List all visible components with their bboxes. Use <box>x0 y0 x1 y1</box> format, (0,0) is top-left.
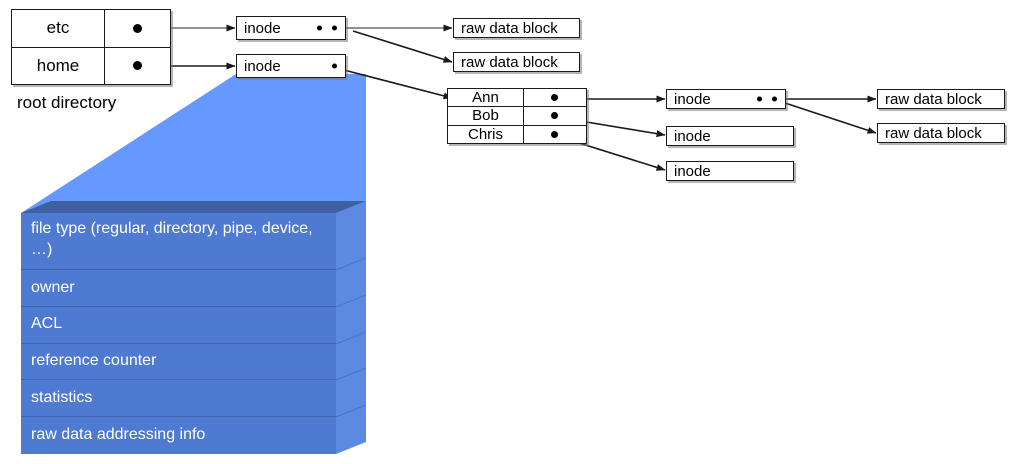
inode-box-ann[interactable]: inode <box>666 89 786 109</box>
raw-data-block-label: raw data block <box>461 19 558 37</box>
detail-row-statistics: statistics <box>21 380 336 418</box>
table-row[interactable]: home <box>12 47 170 85</box>
stack-side-divider <box>335 294 366 308</box>
dir-entry-pointer-etc[interactable] <box>105 10 169 47</box>
dir-entry-name-ann: Ann <box>448 89 524 107</box>
inode-label: inode <box>674 127 711 145</box>
pointer-dot-icon <box>551 130 558 138</box>
dir-entry-name-etc: etc <box>12 10 105 47</box>
pointer-dot-icon <box>317 25 322 31</box>
pointer-dot-icon <box>332 25 337 31</box>
dir-entry-pointer-home[interactable] <box>105 48 169 85</box>
dir-entry-pointer-chris[interactable] <box>524 126 585 143</box>
stack-top-face <box>21 201 366 213</box>
pointer-dot-icon <box>757 96 762 102</box>
inode-label: inode <box>244 19 281 37</box>
detail-row-acl: ACL <box>21 307 336 344</box>
inode-box-etc[interactable]: inode <box>236 16 346 40</box>
raw-data-block-etc-1[interactable]: raw data block <box>453 18 580 38</box>
raw-data-block-label: raw data block <box>885 124 982 142</box>
root-directory-table[interactable]: etc home <box>11 9 171 85</box>
inode-label: inode <box>244 57 281 75</box>
inode-box-chris[interactable]: inode <box>666 161 794 181</box>
stack-side-divider <box>335 257 366 271</box>
stack-side-divider <box>335 331 366 345</box>
raw-data-block-ann-1[interactable]: raw data block <box>877 89 1005 109</box>
pointer-dot-icon <box>772 96 777 102</box>
stack-right-face <box>336 201 366 454</box>
raw-data-block-etc-2[interactable]: raw data block <box>453 52 580 72</box>
raw-data-block-label: raw data block <box>461 53 558 71</box>
inode-detail-stack: file type (regular, directory, pipe, dev… <box>21 201 366 454</box>
dir-entry-name-bob: Bob <box>448 107 524 125</box>
dir-entry-name-chris: Chris <box>448 125 524 143</box>
detail-stack-3d-faces <box>21 201 366 454</box>
detail-row-raw-data-info: raw data addressing info <box>31 426 206 444</box>
pointer-dot-icon <box>132 23 142 33</box>
dir-entry-pointer-bob[interactable] <box>524 107 585 124</box>
inode-pointer-dots[interactable] <box>332 63 337 69</box>
inode-label: inode <box>674 162 711 180</box>
detail-row-reference-counter: reference counter <box>21 344 336 381</box>
arrow-home-inode-to-dir <box>339 68 453 100</box>
table-row[interactable]: Ann <box>448 89 586 108</box>
raw-data-block-ann-2[interactable]: raw data block <box>877 123 1005 143</box>
arrow-ann-inode-to-block-2 <box>781 101 877 134</box>
home-directory-table[interactable]: Ann Bob Chris <box>447 88 587 144</box>
inode-pointer-dots[interactable] <box>317 25 337 31</box>
table-row[interactable]: etc <box>12 10 170 48</box>
inode-box-bob[interactable]: inode <box>666 126 794 146</box>
inode-label: inode <box>674 90 711 108</box>
pointer-dot-icon <box>551 94 558 102</box>
pointer-dot-icon <box>132 61 142 71</box>
stack-side-divider <box>335 367 366 381</box>
root-directory-caption: root directory <box>17 93 117 112</box>
detail-row-owner: owner <box>21 270 336 307</box>
wedge-shape <box>21 74 366 213</box>
detail-front-face: file type (regular, directory, pipe, dev… <box>21 213 336 454</box>
dir-entry-name-home: home <box>12 47 105 84</box>
inode-box-home[interactable]: inode <box>236 54 346 78</box>
raw-data-block-label: raw data block <box>885 90 982 108</box>
dir-entry-pointer-ann[interactable] <box>524 89 585 106</box>
table-row[interactable]: Chris <box>448 125 586 143</box>
detail-row-file-type: file type (regular, directory, pipe, dev… <box>21 213 336 270</box>
arrow-etc-inode-to-block-2 <box>352 30 453 63</box>
inode-pointer-dots[interactable] <box>757 96 777 102</box>
pointer-dot-icon <box>551 112 558 120</box>
table-row[interactable]: Bob <box>448 107 586 126</box>
stack-side-divider <box>335 404 366 418</box>
pointer-dot-icon <box>332 63 337 69</box>
